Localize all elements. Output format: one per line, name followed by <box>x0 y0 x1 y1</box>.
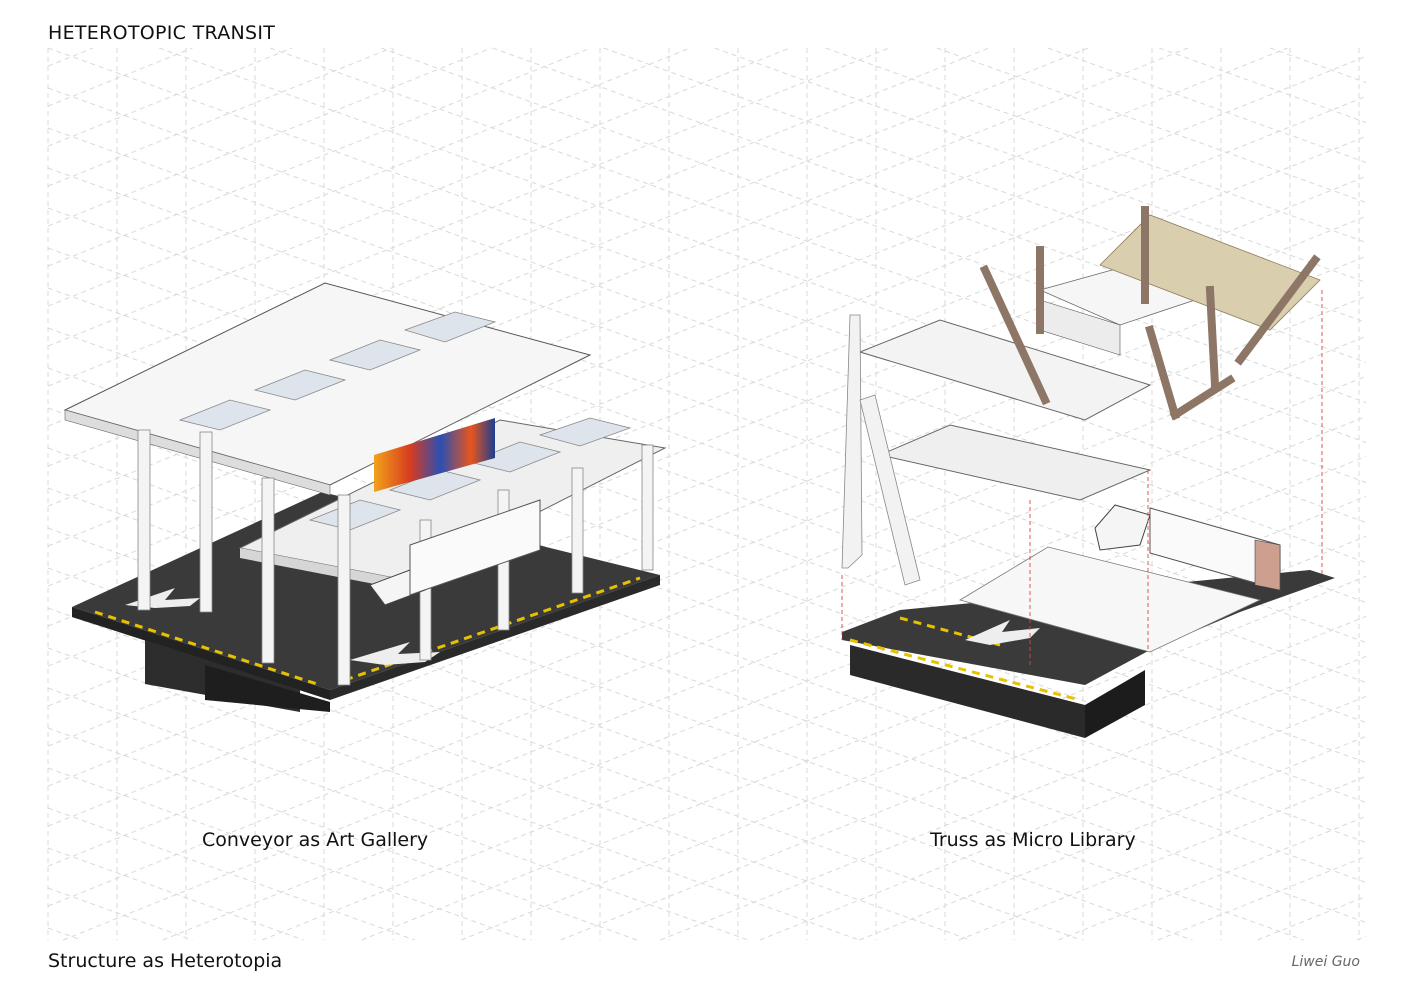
grid-line <box>560 615 1367 941</box>
model-caption-art-gallery: Conveyor as Art Gallery <box>202 829 429 851</box>
grid-line <box>47 47 890 387</box>
grid-line <box>47 47 989 427</box>
tall-column <box>841 314 863 569</box>
road-arrow <box>350 642 440 665</box>
grid-line <box>1047 47 1367 163</box>
model-caption-micro-library: Truss as Micro Library <box>930 829 1136 851</box>
grid-line <box>936 47 1367 203</box>
grid-line <box>158 47 1367 483</box>
basement-box <box>850 645 1085 738</box>
grid-line <box>47 47 492 227</box>
skylight-group <box>178 311 632 531</box>
art-mural <box>374 418 495 492</box>
grid-line <box>825 47 1367 243</box>
grid-line <box>47 47 392 187</box>
grid-line <box>47 47 790 347</box>
grid-line <box>461 575 1367 941</box>
grid-line <box>1257 895 1367 941</box>
grid-line <box>759 695 1367 941</box>
grid-line <box>660 655 1367 941</box>
grid-line <box>1270 47 1367 83</box>
author-credit: Liwei Guo <box>1291 954 1360 970</box>
projection-guides <box>841 290 1323 665</box>
grid-line <box>47 335 1367 867</box>
grid-line <box>859 735 1367 941</box>
grid-line <box>1158 47 1367 123</box>
hazard-stripe <box>94 610 321 687</box>
grid-line <box>714 47 1367 283</box>
column-brace <box>859 394 921 586</box>
truck <box>369 499 541 606</box>
hazard-stripe <box>849 638 1081 702</box>
grid-line <box>262 495 1367 941</box>
road-slab-edge <box>72 607 330 700</box>
white-plaza <box>958 546 1262 653</box>
grid-line <box>47 487 1304 941</box>
basement-box-side <box>1085 670 1145 738</box>
grid-line <box>492 47 1367 363</box>
grid-line <box>47 847 304 941</box>
road-slab-side <box>330 575 660 700</box>
grid-line <box>47 47 1089 467</box>
grid-line <box>47 47 591 267</box>
grid-line <box>47 887 193 941</box>
grid-line <box>1058 815 1367 941</box>
grid-line <box>47 767 526 941</box>
grid-line <box>958 775 1367 941</box>
grid-line <box>47 375 1367 907</box>
page-title: HETEROTOPIC TRANSIT <box>48 22 276 44</box>
basement-box <box>205 665 330 712</box>
station-deck <box>858 319 1152 421</box>
hazard-stripe <box>344 576 641 682</box>
truck <box>1094 504 1281 591</box>
grid-line <box>47 47 1288 547</box>
grid-line <box>47 47 1188 507</box>
grid-line <box>47 927 82 941</box>
truss-members <box>979 206 1321 421</box>
lower-deck-edge <box>240 548 405 590</box>
lower-platform <box>878 424 1152 501</box>
grid-line <box>47 807 415 941</box>
roof-slab-edge <box>64 409 331 496</box>
grid-line <box>62 415 1367 941</box>
grid-line <box>47 47 193 107</box>
grid-line <box>47 687 749 941</box>
grid-line <box>1157 855 1367 941</box>
road-arrow <box>965 620 1040 645</box>
grid-line <box>47 47 293 147</box>
grid-line <box>47 47 691 307</box>
page-subtitle: Structure as Heterotopia <box>48 950 283 972</box>
grid-line <box>47 47 94 67</box>
grid-line <box>381 47 1367 403</box>
grid-line <box>1356 935 1367 941</box>
